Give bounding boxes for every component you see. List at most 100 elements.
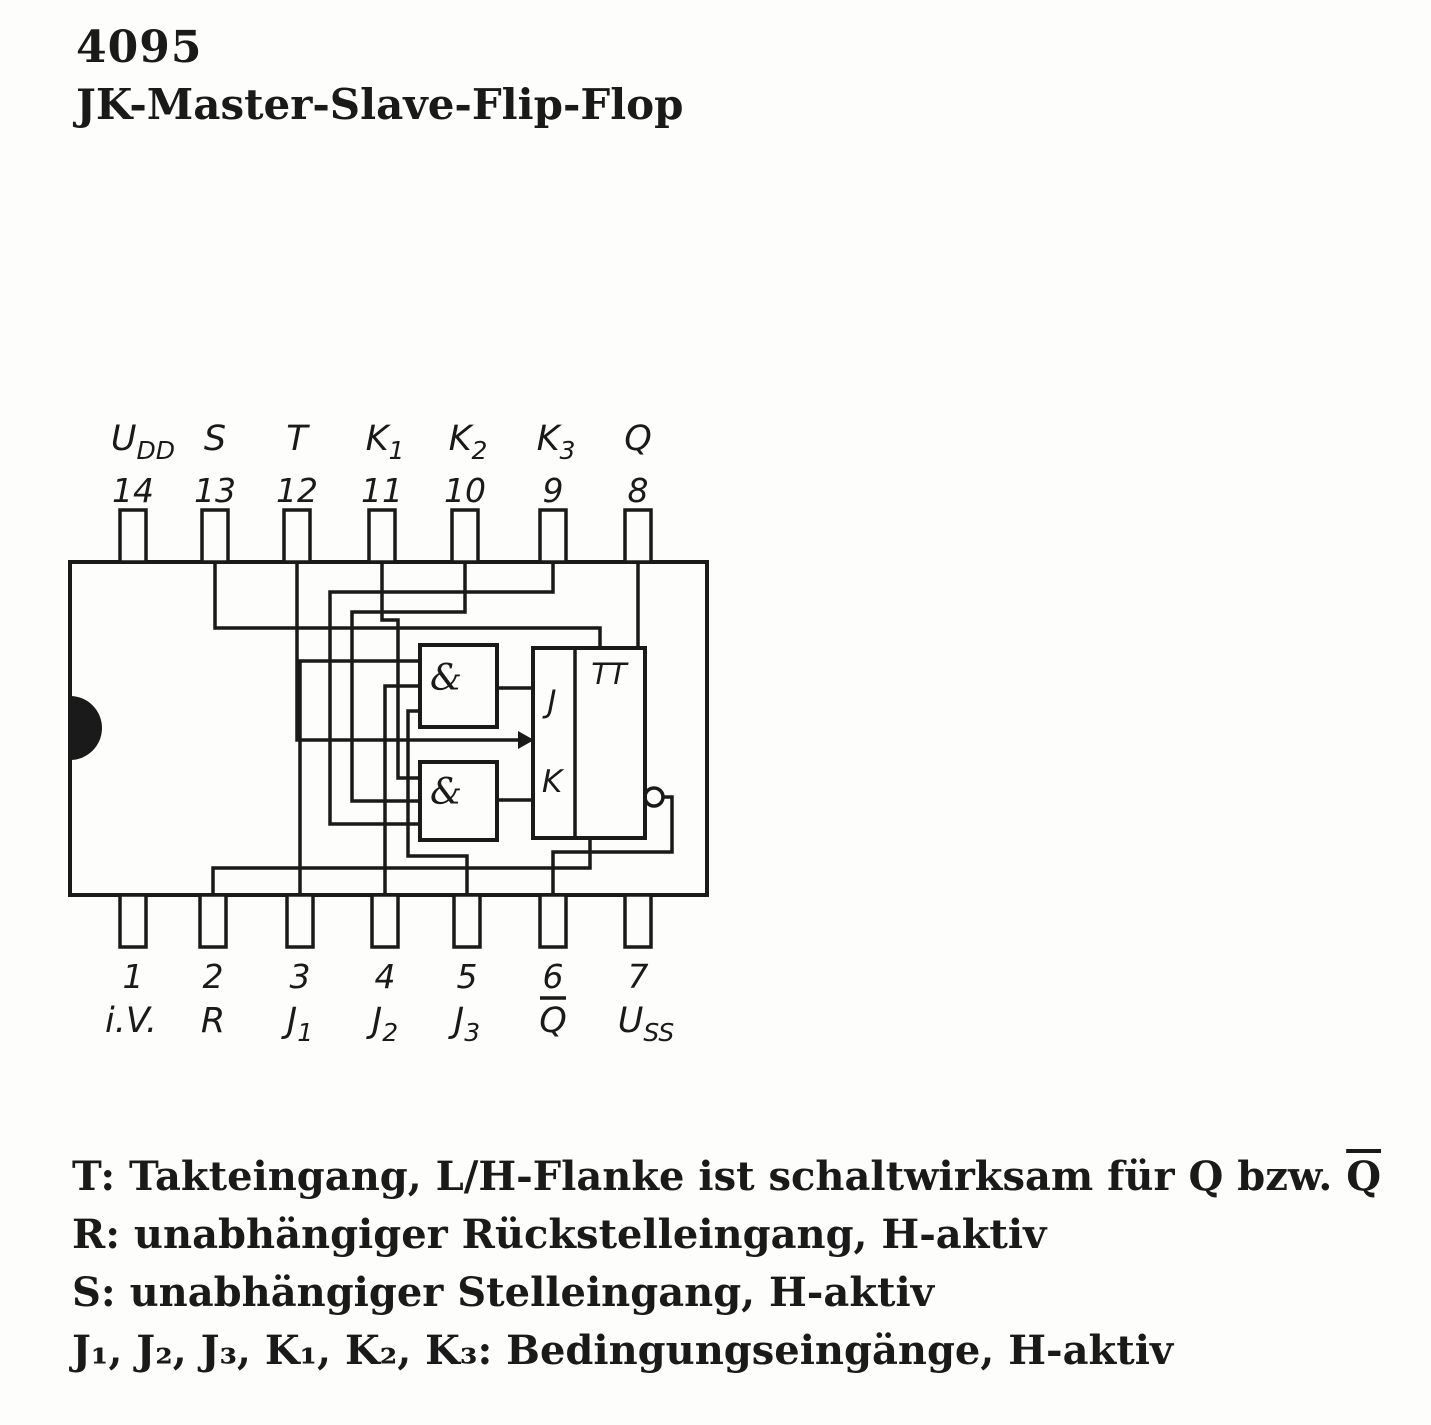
pin-bottom-2: 2 R <box>198 893 228 1041</box>
and-gate-1 <box>418 643 499 729</box>
flipflop-box <box>531 646 647 840</box>
pin-stub <box>198 893 228 949</box>
pin-label-sub: 3 <box>464 1018 480 1047</box>
pin-label: J2 <box>366 1001 398 1047</box>
wire-k2 <box>350 562 467 803</box>
pin-label-main: T <box>286 419 310 459</box>
ic-notch <box>70 696 102 760</box>
pin-label-main: K <box>449 419 475 459</box>
pin-number: 7 <box>628 957 649 996</box>
pin-label-sub: SS <box>643 1018 674 1047</box>
pin-top-9: 9 K3 <box>537 419 576 564</box>
pin-label-main: K <box>537 419 563 459</box>
pin-label: K3 <box>537 419 576 465</box>
pin-label-main: J <box>366 1001 382 1041</box>
page-subtitle: JK-Master-Slave-Flip-Flop <box>76 80 684 129</box>
pin-label: K1 <box>366 419 405 465</box>
pin-stub <box>118 508 148 564</box>
wire-j1 <box>298 659 420 895</box>
pin-bottom-4: 4 J2 <box>366 893 400 1047</box>
wire-s <box>213 562 602 648</box>
pin-label-sub: DD <box>137 436 176 465</box>
pin-label: T <box>286 419 310 459</box>
pin-stub <box>367 508 397 564</box>
pin-label-sub: 3 <box>560 436 576 465</box>
and-gate-1-label: & <box>430 658 462 699</box>
ic-diagram: & & TT J K 14 UDD 13 S 12 T 11 K1 <box>68 419 709 1047</box>
wire-k1 <box>380 562 420 780</box>
pin-label: Q <box>539 1001 567 1041</box>
pin-label-main: i.V. <box>105 1001 157 1041</box>
pin-number: 10 <box>444 471 486 510</box>
clock-arrow-icon <box>518 731 534 749</box>
pin-label-main: U <box>111 419 137 459</box>
note-line-jk: J₁, J₂, J₃, K₁, K₂, K₃: Bedingungseingän… <box>72 1327 1174 1374</box>
pin-number: 13 <box>194 471 236 510</box>
pin-label: S <box>204 419 226 459</box>
pin-number: 12 <box>276 471 318 510</box>
pin-bottom-6: 6 Q <box>538 893 568 1041</box>
pin-stub <box>623 508 653 564</box>
pin-top-8: 8 Q <box>623 419 653 564</box>
flipflop-j-label: J <box>541 684 556 720</box>
pin-stub <box>118 893 148 949</box>
pin-stub <box>450 508 480 564</box>
and-gate-2 <box>418 760 499 842</box>
wire-qbar <box>551 795 674 895</box>
note-line-r: R: unabhängiger Rückstelleingang, H-akti… <box>72 1211 1047 1258</box>
pin-top-10: 10 K2 <box>444 419 488 564</box>
note-line-t-text: T: Takteingang, L/H-Flanke ist schaltwir… <box>72 1153 1347 1200</box>
notes-block: T: Takteingang, L/H-Flanke ist schaltwir… <box>72 1148 1402 1380</box>
wire-r <box>211 838 592 895</box>
pin-stub <box>538 508 568 564</box>
pin-number: 2 <box>203 957 224 996</box>
pin-top-13: 13 S <box>194 419 236 564</box>
pin-label-main: R <box>201 1001 225 1041</box>
pin-label-main: U <box>618 1001 644 1041</box>
page-title: 4095 <box>76 22 203 73</box>
pin-stub <box>200 508 230 564</box>
pin-label: K2 <box>449 419 488 465</box>
pin-label-main: Q <box>539 1001 567 1041</box>
wire-j2 <box>383 684 420 895</box>
pin-stub <box>623 893 653 949</box>
pin-number: 11 <box>361 471 403 510</box>
pin-number: 14 <box>112 471 154 510</box>
pin-label-main: K <box>366 419 392 459</box>
pin-number: 8 <box>628 471 649 510</box>
pin-bottom-5: 5 J3 <box>448 893 482 1047</box>
pin-label: Q <box>624 419 652 459</box>
pin-stub <box>282 508 312 564</box>
note-line-s: S: unabhängiger Stelleingang, H-aktiv <box>72 1269 934 1316</box>
pin-label: USS <box>618 1001 675 1047</box>
pin-label-sub: 2 <box>472 436 488 465</box>
inverter-bubble-icon <box>643 786 665 808</box>
pin-label: UDD <box>111 419 175 465</box>
wire-t <box>295 562 518 742</box>
pin-label-main: J <box>448 1001 464 1041</box>
pin-label-sub: 2 <box>382 1018 398 1047</box>
pin-label-main: S <box>204 419 226 459</box>
flipflop-k-label: K <box>542 764 565 800</box>
pin-label: R <box>201 1001 225 1041</box>
pin-stub <box>370 893 400 949</box>
pin-label-main: Q <box>624 419 652 459</box>
pin-label: i.V. <box>105 1001 157 1041</box>
and-gate-2-label: & <box>430 772 462 813</box>
pin-label-main: J <box>281 1001 297 1041</box>
pin-number: 5 <box>457 957 478 996</box>
flipflop-type-label: TT <box>591 657 629 691</box>
pin-top-14: 14 UDD <box>111 419 175 564</box>
pin-stub <box>538 893 568 949</box>
pin-bottom-1: 1 i.V. <box>105 893 157 1041</box>
pin-label-sub: 1 <box>389 436 405 465</box>
pin-number: 3 <box>290 957 311 996</box>
pin-stub <box>285 893 315 949</box>
pin-top-12: 12 T <box>276 419 318 564</box>
note-line-t-qbar: Q <box>1346 1153 1382 1200</box>
pin-label: J1 <box>281 1001 313 1047</box>
pin-label-sub: 1 <box>297 1018 313 1047</box>
pin-number: 6 <box>543 957 564 996</box>
pin-number: 4 <box>375 957 396 996</box>
